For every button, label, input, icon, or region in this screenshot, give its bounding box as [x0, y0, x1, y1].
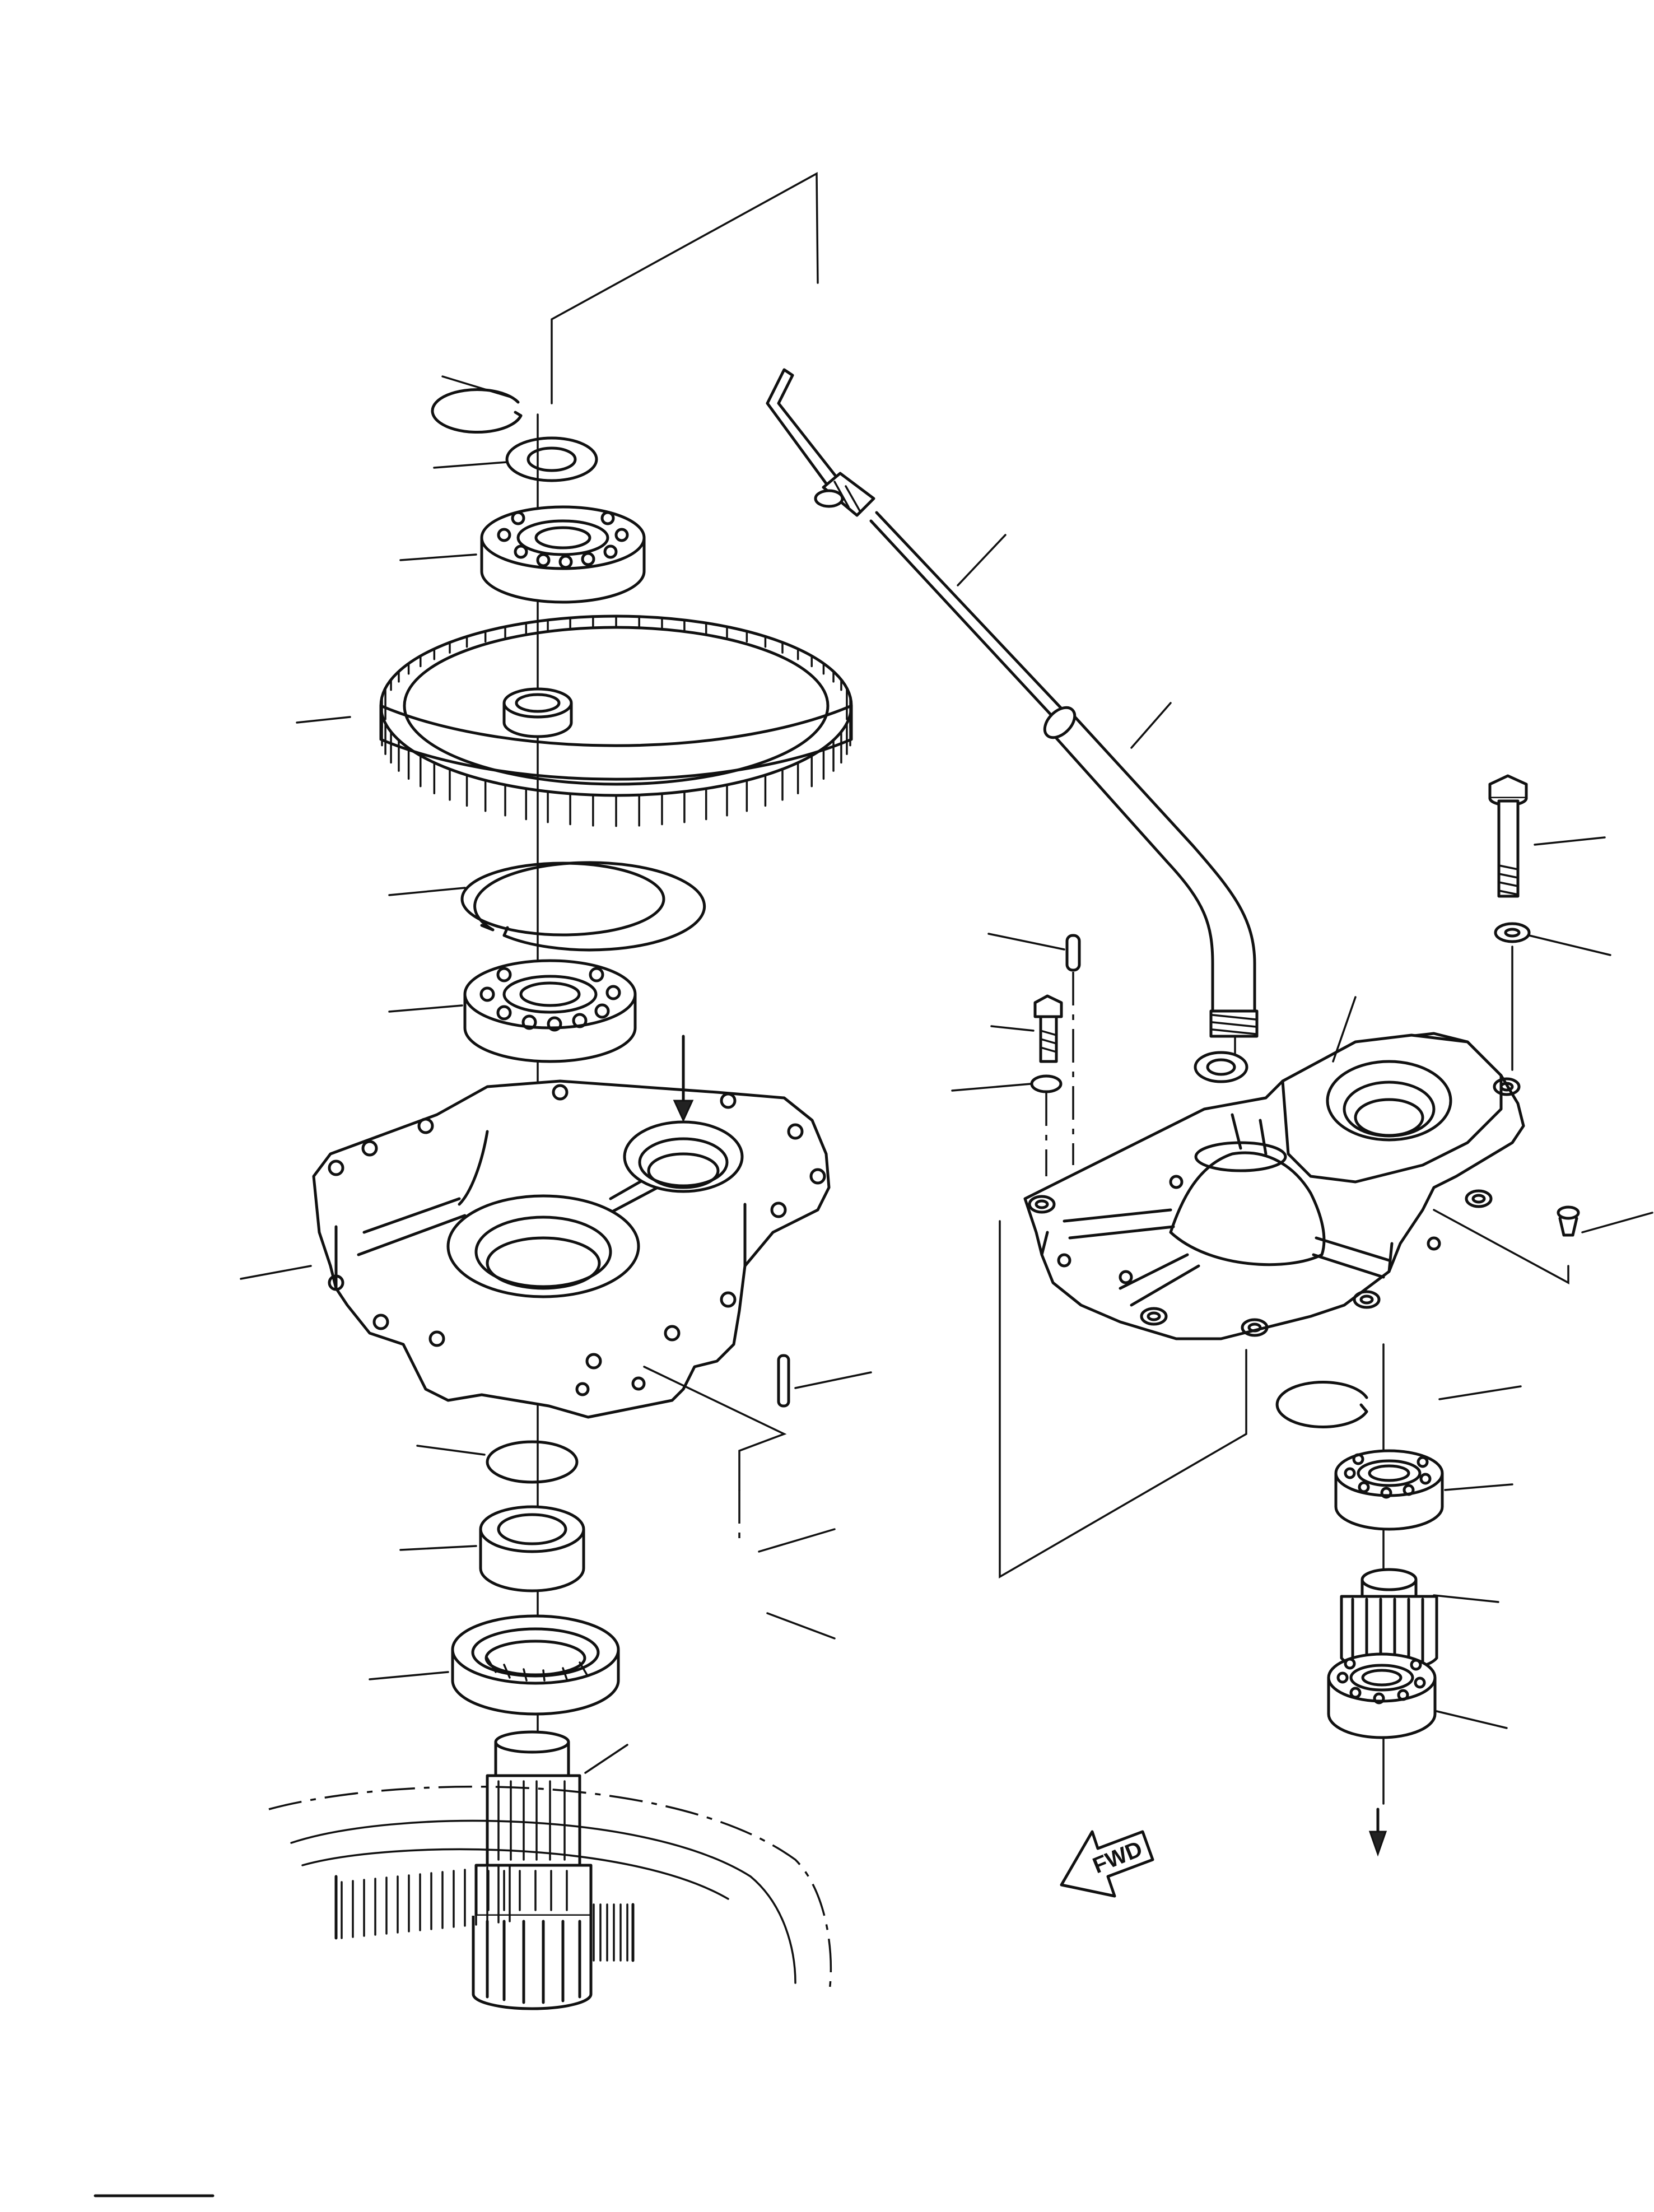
ring-gear-partial	[268, 1785, 832, 1995]
lock-washer	[1030, 1074, 1063, 1176]
top-reference-line	[551, 172, 819, 404]
leader-output-shaft	[584, 1744, 628, 1774]
leader-oil-seal	[369, 1671, 449, 1680]
drain-plug-bracket	[643, 1366, 787, 1546]
leader-dipstick-tube	[1130, 702, 1172, 749]
leader-o-ring	[416, 1445, 486, 1456]
cover-link-bracket	[999, 1220, 1247, 1579]
leader-screw-small	[990, 1025, 1035, 1032]
leader-flat-washer	[1528, 934, 1611, 956]
leader-bearing-right	[1444, 1483, 1513, 1491]
dowel-pin-left	[777, 1354, 790, 1408]
leader-cover	[1332, 996, 1357, 1063]
dipstick-tube	[1043, 706, 1259, 1054]
leader-thrust-washer	[433, 461, 508, 469]
leader-idler-gear	[1433, 1594, 1499, 1603]
transfer-case-housing-left	[312, 1035, 831, 1419]
leader-pin-right	[987, 933, 1065, 951]
ball-bearing-lower	[463, 959, 637, 1063]
output-direction-arrow	[1368, 1808, 1387, 1857]
leader-snap-ring-right	[1438, 1385, 1522, 1400]
leader-housing	[240, 1265, 312, 1280]
leader-retaining-ring	[388, 887, 466, 896]
seal-bushing	[479, 1505, 585, 1592]
leader-bearing-upper	[399, 553, 477, 561]
o-ring-seal	[486, 1440, 579, 1484]
oil-seal-large	[451, 1614, 620, 1716]
cap-screw-long	[1488, 774, 1528, 898]
leader-gear	[296, 716, 351, 724]
retaining-ring-large	[460, 861, 706, 952]
flat-washer	[1494, 922, 1531, 1071]
leader-bolt-long	[1534, 836, 1606, 846]
leader-washer-right	[951, 1083, 1032, 1092]
ball-bearing-right-lower	[1327, 1652, 1437, 1739]
leader-bearing-right-lower	[1436, 1710, 1508, 1729]
thrust-washer	[505, 436, 598, 482]
dipstick	[766, 368, 1066, 719]
leader-drain-plug	[766, 1612, 836, 1640]
leader-bearing-lower	[388, 1004, 463, 1013]
leader-bushing	[399, 1545, 477, 1551]
plug-bracket-right	[1433, 1209, 1569, 1284]
transfer-case-cover-right	[1023, 1032, 1525, 1340]
output-shaft-splined	[472, 1730, 593, 2010]
cap-screw-small	[1033, 994, 1063, 1063]
leader-seal-washer	[758, 1528, 836, 1553]
dowel-pin-right	[1065, 934, 1081, 1165]
snap-ring-right	[1275, 1381, 1368, 1428]
breather-plug	[1557, 1205, 1580, 1237]
leader-breather	[1581, 1212, 1653, 1233]
leader-dowel-pin	[794, 1371, 872, 1389]
ball-bearing-upper	[480, 505, 646, 604]
callout-leader-lines	[240, 375, 1653, 1774]
ball-bearing-right-upper	[1334, 1449, 1444, 1531]
fwd-direction-marker: FWD	[1060, 1830, 1154, 1898]
leader-dipstick	[957, 534, 1007, 586]
leader-snap-ring	[441, 375, 514, 399]
spur-gear-large	[379, 614, 853, 827]
